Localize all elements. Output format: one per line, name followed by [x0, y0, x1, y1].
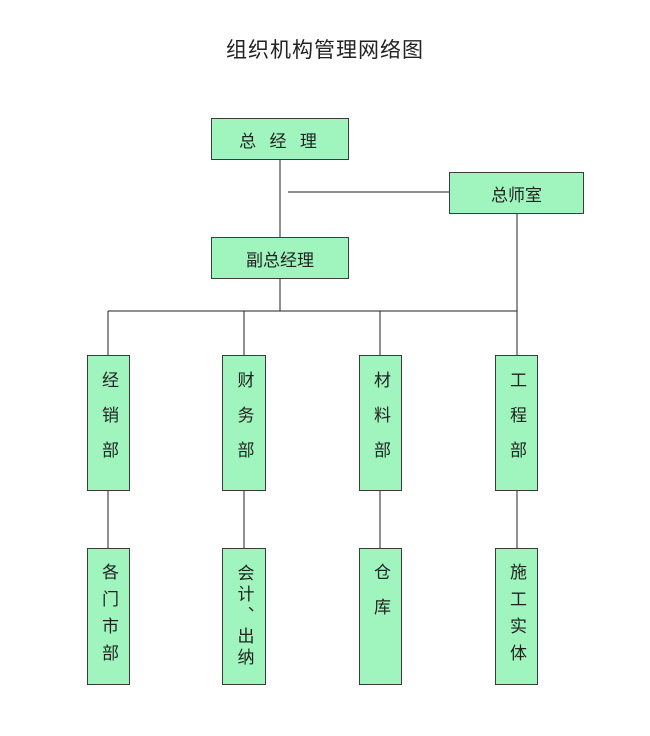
materials-dept-box: 材料部 [359, 355, 402, 491]
engineering-dept-label: 工程部 [506, 370, 526, 476]
accounting-cashier-box: 会计、出纳 [222, 548, 266, 685]
deputy-general-manager-box: 副总经理 [211, 237, 349, 279]
deputy-general-manager-label: 副总经理 [246, 250, 314, 271]
diagram-title: 组织机构管理网络图 [226, 38, 424, 62]
sales-dept-box: 经销部 [87, 355, 130, 491]
materials-dept-label: 材料部 [370, 370, 390, 476]
general-manager-label: 总 经 理 [239, 131, 321, 152]
warehouse-label: 仓库 [370, 563, 390, 633]
engineering-dept-box: 工程部 [495, 355, 538, 491]
chief-engineer-office-label: 总师室 [491, 185, 542, 206]
chief-engineer-office-box: 总师室 [449, 172, 584, 214]
sales-dept-label: 经销部 [98, 370, 118, 476]
construction-entity-label: 施工实体 [506, 562, 526, 671]
finance-dept-box: 财务部 [222, 355, 266, 491]
market-departments-label: 各门市部 [98, 562, 118, 671]
market-departments-box: 各门市部 [87, 548, 130, 685]
general-manager-box: 总 经 理 [211, 118, 349, 160]
construction-entity-box: 施工实体 [495, 548, 538, 685]
warehouse-box: 仓库 [359, 548, 402, 685]
accounting-cashier-label: 会计、出纳 [233, 564, 254, 669]
finance-dept-label: 财务部 [233, 370, 254, 476]
